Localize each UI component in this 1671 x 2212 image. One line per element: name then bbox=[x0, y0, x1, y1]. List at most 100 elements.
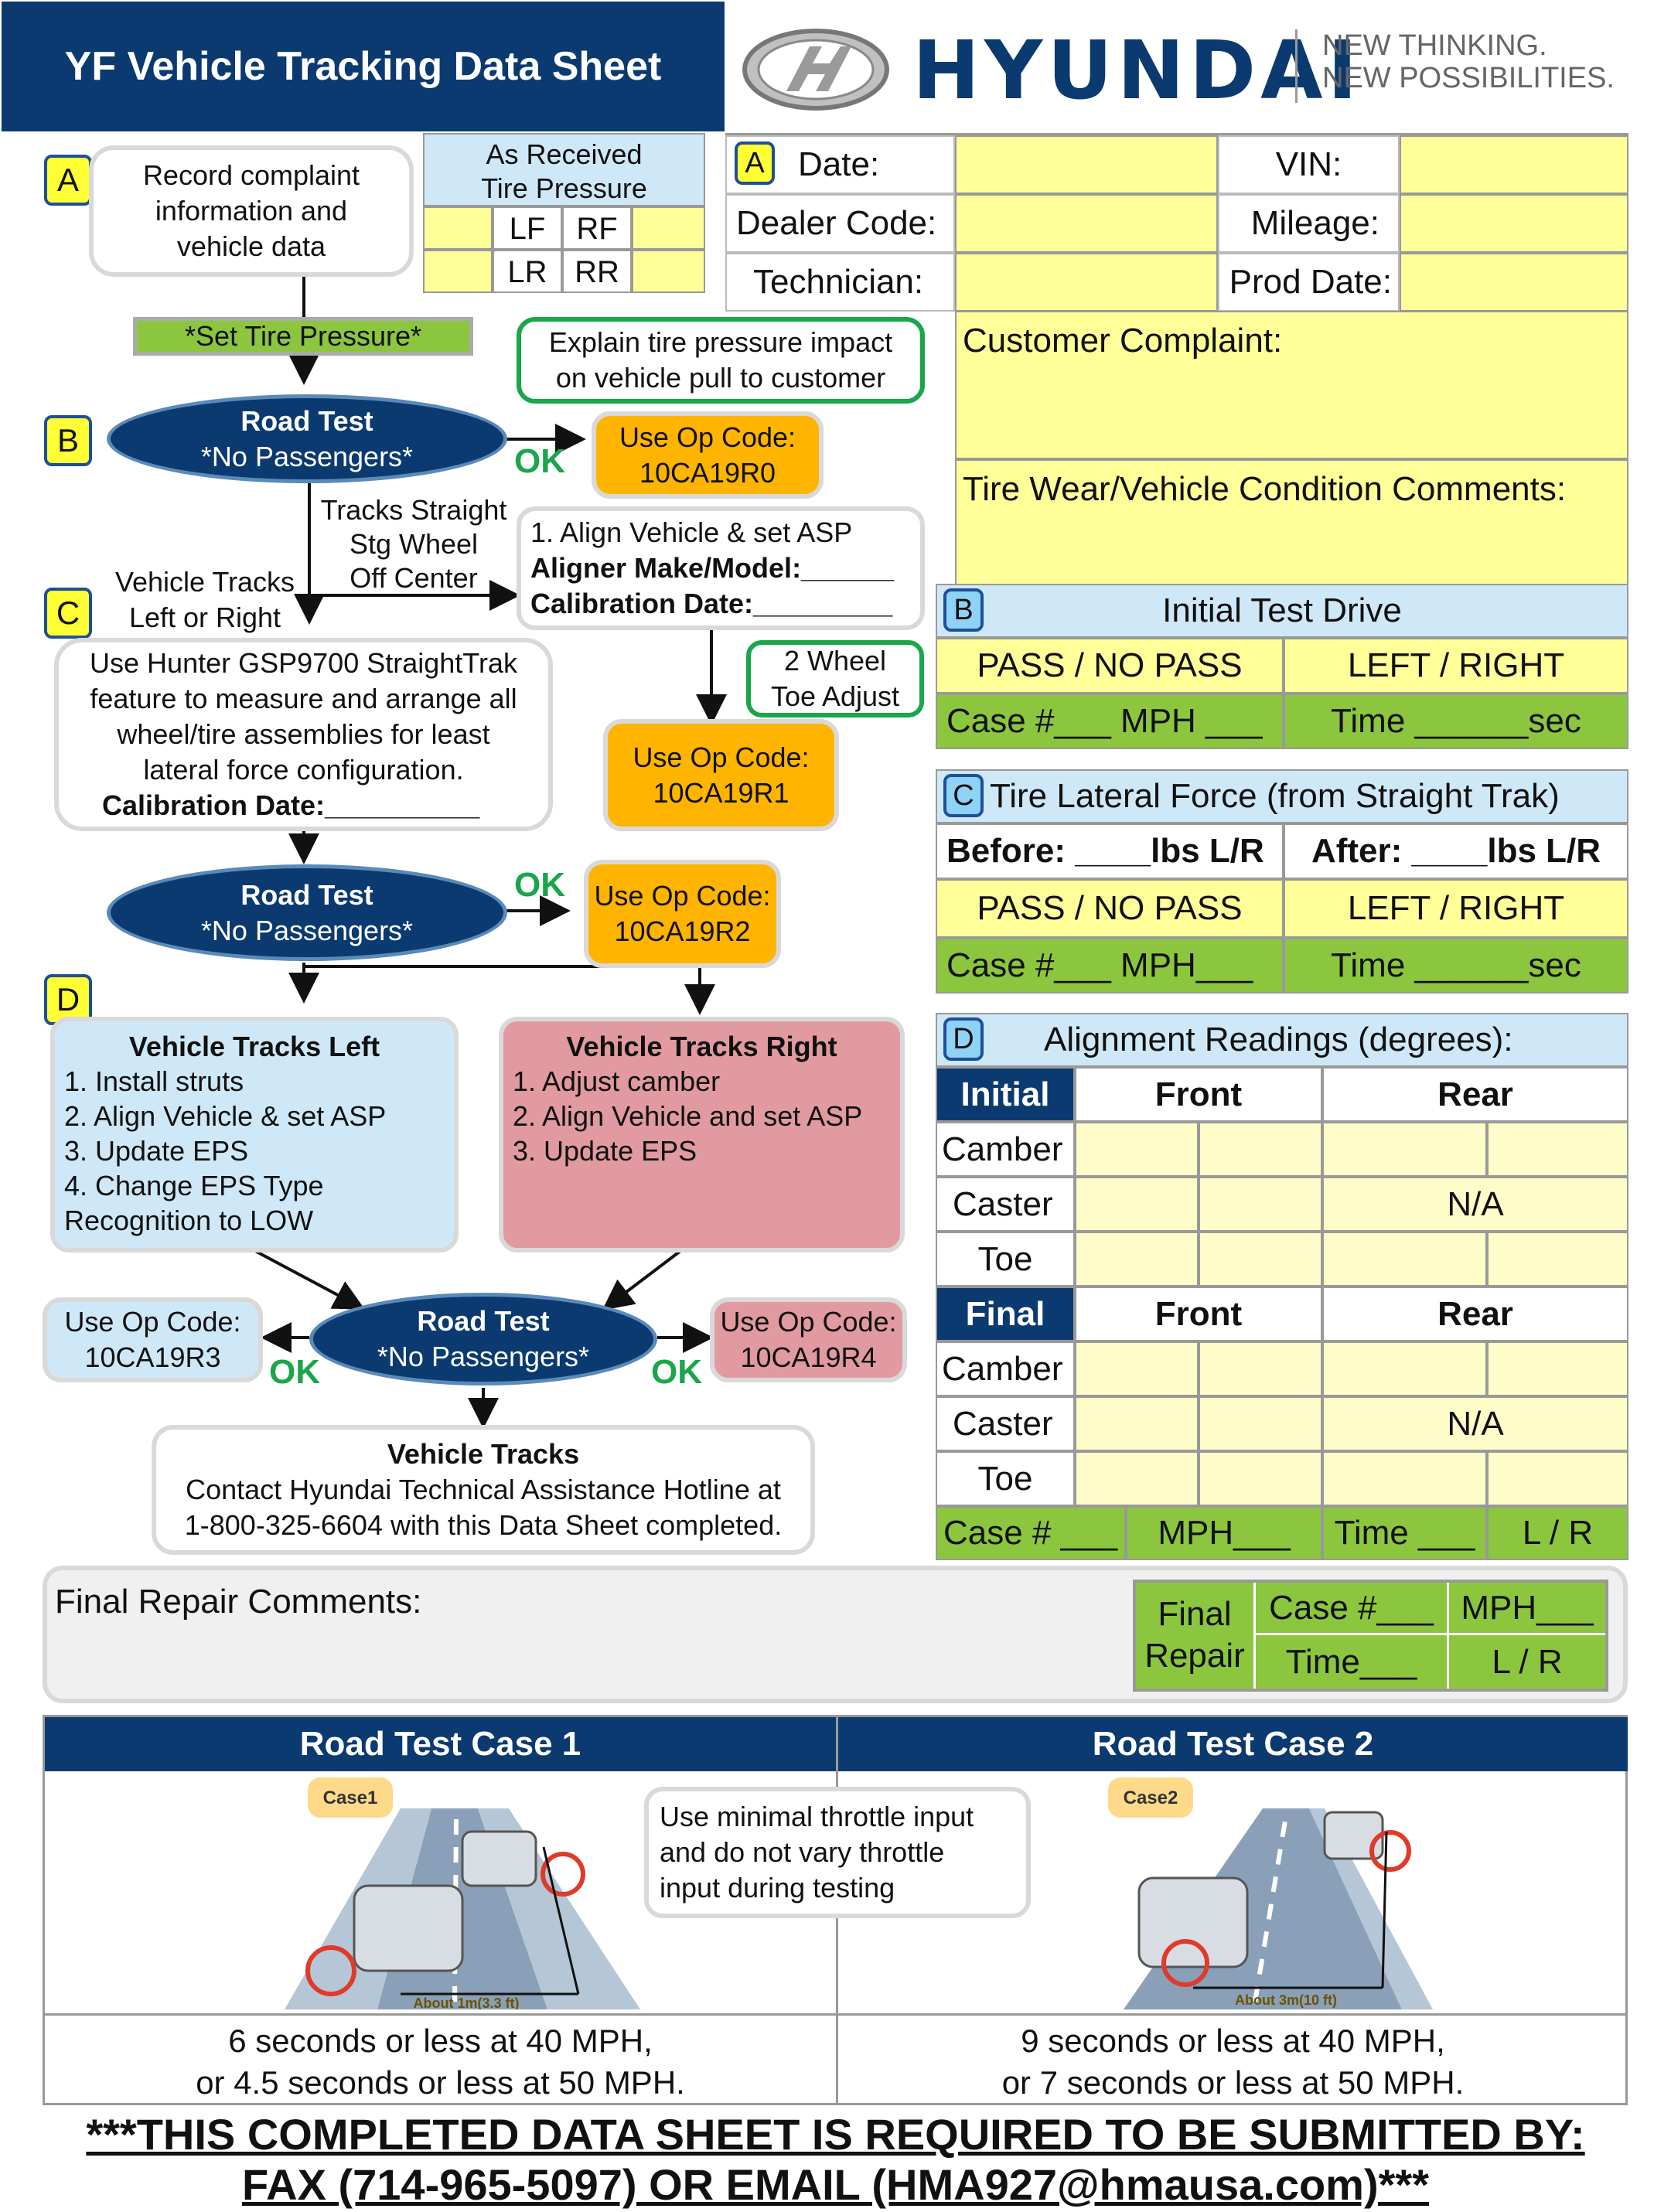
opcode-r4-value: 10CA19R4 bbox=[714, 1340, 902, 1375]
final-caster-fr[interactable] bbox=[1199, 1396, 1322, 1451]
align-line-1: 1. Align Vehicle & set ASP bbox=[530, 515, 852, 550]
dealer-field[interactable] bbox=[955, 194, 1218, 253]
case2-about: About 3m(10 ft) bbox=[1235, 1992, 1337, 2008]
lateral-after[interactable]: After: ____lbs L/R bbox=[1284, 823, 1628, 879]
road-test-1: Road Test *No Passengers* bbox=[107, 394, 507, 483]
opcode-r0-label: Use Op Code: bbox=[596, 420, 819, 455]
tracks-straight-2: Stg Wheel bbox=[309, 527, 518, 561]
final-repair-case[interactable]: Case #___ bbox=[1256, 1583, 1449, 1635]
final-repair-time[interactable]: Time___ bbox=[1256, 1635, 1449, 1689]
vin-field[interactable] bbox=[1400, 135, 1628, 194]
lateral-case-mph[interactable]: Case #___ MPH___ bbox=[936, 938, 1284, 994]
info-table: A Date: VIN: Dealer Code: Mileage: Techn… bbox=[725, 133, 1628, 311]
case1-illustration: Case1 About 1m(3.3 ft) bbox=[285, 1777, 640, 2009]
initial-toe-rl[interactable] bbox=[1322, 1232, 1487, 1287]
lateral-left-right[interactable]: LEFT / RIGHT bbox=[1284, 879, 1628, 938]
initial-toe-rr[interactable] bbox=[1487, 1232, 1628, 1287]
tire-lf-value[interactable] bbox=[423, 206, 493, 250]
final-case[interactable]: Case # ___ bbox=[936, 1506, 1126, 1560]
road-test-3-title: Road Test bbox=[313, 1304, 653, 1339]
throttle-note-2: and do not vary throttle bbox=[660, 1835, 944, 1870]
road-test-1-title: Road Test bbox=[111, 404, 503, 439]
vehicle-tracks-lr: Vehicle Tracks Left or Right bbox=[101, 564, 309, 636]
initial-time[interactable]: Time ______sec bbox=[1284, 694, 1628, 749]
final-mph[interactable]: MPH___ bbox=[1126, 1506, 1322, 1560]
contact-box: Vehicle Tracks Contact Hyundai Technical… bbox=[152, 1425, 815, 1555]
initial-caster-fl[interactable] bbox=[1075, 1177, 1199, 1232]
road-test-1-sub: *No Passengers* bbox=[111, 439, 503, 475]
contact-line-1: Contact Hyundai Technical Assistance Hot… bbox=[186, 1472, 781, 1508]
alignment-section: D Alignment Readings (degrees): Initial … bbox=[936, 1013, 1628, 1560]
initial-caster-fr[interactable] bbox=[1199, 1177, 1322, 1232]
final-toe-fl[interactable] bbox=[1075, 1451, 1199, 1506]
final-camber-fr[interactable] bbox=[1199, 1341, 1322, 1396]
tracks-straight-1: Tracks Straight bbox=[309, 493, 518, 527]
initial-camber-fr[interactable] bbox=[1199, 1122, 1322, 1177]
initial-label: Initial bbox=[936, 1067, 1075, 1122]
tire-lf-label: LF bbox=[493, 206, 562, 250]
ok-label-4: OK bbox=[651, 1353, 702, 1392]
initial-camber-rl[interactable] bbox=[1322, 1122, 1487, 1177]
tire-rf-value[interactable] bbox=[632, 206, 705, 250]
date-field[interactable] bbox=[955, 135, 1218, 194]
opcode-r0: Use Op Code: 10CA19R0 bbox=[592, 411, 824, 499]
initial-camber-fl[interactable] bbox=[1075, 1122, 1199, 1177]
record-line-1: Record complaint bbox=[143, 158, 360, 193]
tracks-left-box: Vehicle Tracks Left 1. Install struts 2.… bbox=[50, 1017, 459, 1253]
dealer-label: Dealer Code: bbox=[725, 194, 955, 253]
case2-criteria: 9 seconds or less at 40 MPH, or 7 second… bbox=[838, 2020, 1628, 2104]
tire-rr-label: RR bbox=[562, 250, 632, 293]
technician-field[interactable] bbox=[955, 253, 1218, 312]
initial-case-mph[interactable]: Case #___ MPH ___ bbox=[936, 694, 1284, 749]
final-repair-label-1: Final bbox=[1136, 1593, 1253, 1635]
ok-label-1: OK bbox=[514, 442, 565, 481]
final-label: Final bbox=[936, 1287, 1075, 1341]
badge-c: C bbox=[44, 588, 92, 639]
final-toe-rl[interactable] bbox=[1322, 1451, 1487, 1506]
toe-adjust-box: 2 Wheel Toe Adjust bbox=[746, 640, 924, 717]
initial-pass-nopass[interactable]: PASS / NO PASS bbox=[936, 638, 1284, 694]
final-time[interactable]: Time ___ bbox=[1322, 1506, 1487, 1560]
opcode-r4-label: Use Op Code: bbox=[714, 1304, 902, 1340]
customer-complaint-field[interactable]: Customer Complaint: bbox=[955, 311, 1628, 459]
prod-date-field[interactable] bbox=[1400, 253, 1628, 312]
tracks-left-4: 4. Change EPS Type bbox=[64, 1168, 445, 1203]
final-camber-fl[interactable] bbox=[1075, 1341, 1199, 1396]
final-repair-lr[interactable]: L / R bbox=[1449, 1635, 1605, 1689]
initial-rear-header: Rear bbox=[1322, 1067, 1628, 1122]
tire-title-2: Tire Pressure bbox=[425, 172, 704, 206]
hunter-line-5: Calibration Date:__________ bbox=[59, 788, 479, 823]
final-repair-mph[interactable]: MPH___ bbox=[1449, 1583, 1605, 1635]
tire-wear-field[interactable]: Tire Wear/Vehicle Condition Comments: bbox=[955, 459, 1628, 605]
final-caster-label: Caster bbox=[936, 1396, 1075, 1451]
final-rear-header: Rear bbox=[1322, 1287, 1628, 1341]
initial-left-right[interactable]: LEFT / RIGHT bbox=[1284, 638, 1628, 694]
case1-header: Road Test Case 1 bbox=[45, 1717, 836, 1771]
final-caster-fl[interactable] bbox=[1075, 1396, 1199, 1451]
mileage-field[interactable] bbox=[1400, 194, 1628, 253]
tracks-straight-3: Off Center bbox=[309, 561, 518, 595]
alignment-badge: D bbox=[943, 1017, 984, 1061]
initial-toe-fl[interactable] bbox=[1075, 1232, 1199, 1287]
initial-camber-rr[interactable] bbox=[1487, 1122, 1628, 1177]
lateral-pass-nopass[interactable]: PASS / NO PASS bbox=[936, 879, 1284, 938]
tire-wear-label: Tire Wear/Vehicle Condition Comments: bbox=[963, 470, 1566, 508]
final-toe-rr[interactable] bbox=[1487, 1451, 1628, 1506]
lateral-time[interactable]: Time ______sec bbox=[1284, 938, 1628, 994]
mileage-label: Mileage: bbox=[1218, 194, 1400, 253]
final-camber-rr[interactable] bbox=[1487, 1341, 1628, 1396]
final-toe-fr[interactable] bbox=[1199, 1451, 1322, 1506]
road-test-3: Road Test *No Passengers* bbox=[309, 1293, 657, 1385]
explain-box: Explain tire pressure impact on vehicle … bbox=[517, 317, 925, 404]
hunter-line-1: Use Hunter GSP9700 StraightTrak bbox=[90, 646, 517, 681]
tire-rr-value[interactable] bbox=[632, 250, 705, 293]
lateral-before[interactable]: Before: ____lbs L/R bbox=[936, 823, 1284, 879]
final-repair-table: Final Repair Case #___ MPH___ Time___ L … bbox=[1133, 1580, 1608, 1692]
final-camber-rl[interactable] bbox=[1322, 1341, 1487, 1396]
tire-lr-value[interactable] bbox=[423, 250, 493, 293]
case1-criteria: 6 seconds or less at 40 MPH, or 4.5 seco… bbox=[45, 2020, 836, 2104]
customer-complaint-label: Customer Complaint: bbox=[963, 322, 1282, 360]
final-lr[interactable]: L / R bbox=[1487, 1506, 1628, 1560]
tracks-right-title: Vehicle Tracks Right bbox=[513, 1029, 891, 1064]
initial-toe-fr[interactable] bbox=[1199, 1232, 1322, 1287]
